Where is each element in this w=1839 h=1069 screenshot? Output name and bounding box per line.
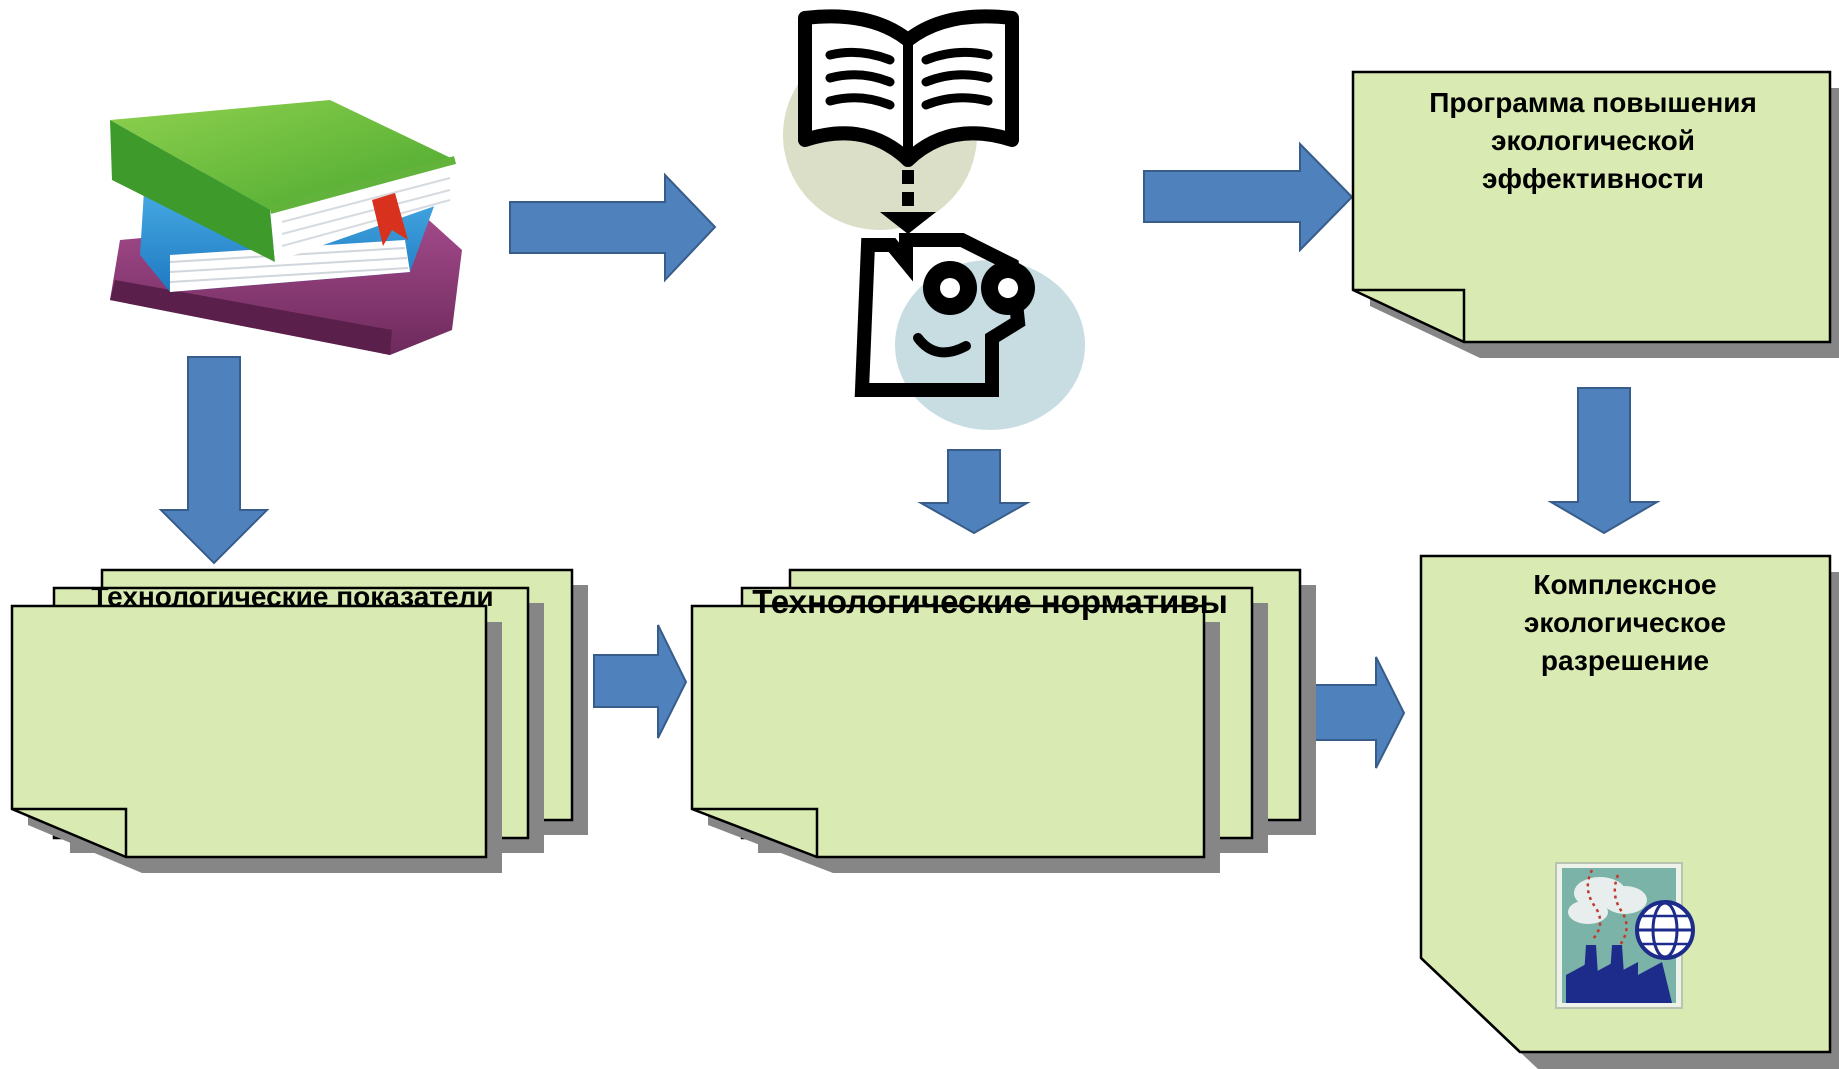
open-book-icon xyxy=(783,9,1019,234)
tech-norms-label: Технологические нормативы xyxy=(752,583,1228,620)
tech-indicators-label: Технологические показатели xyxy=(91,581,494,612)
arrow-right-2 xyxy=(1143,141,1354,253)
arrow-down-2 xyxy=(917,449,1031,535)
permit-note xyxy=(1419,554,1839,1069)
tech-norms-note-stack xyxy=(690,568,1316,873)
arrow-down-1 xyxy=(158,356,270,565)
arrow-down-3 xyxy=(1547,387,1661,535)
factory-globe-icon xyxy=(1555,862,1695,1009)
arrow-right-4 xyxy=(1309,656,1406,769)
books-icon xyxy=(110,100,462,355)
arrow-right-1 xyxy=(509,172,717,283)
thinking-person-icon xyxy=(854,233,1085,430)
arrow-right-3 xyxy=(593,624,688,739)
tech-indicators-note-stack xyxy=(10,568,588,873)
permit-note-label: Комплексное экологическое разрешение xyxy=(1523,569,1727,676)
program-note-label: Программа повышения экологической эффект… xyxy=(1429,87,1757,194)
program-note xyxy=(1351,70,1839,358)
